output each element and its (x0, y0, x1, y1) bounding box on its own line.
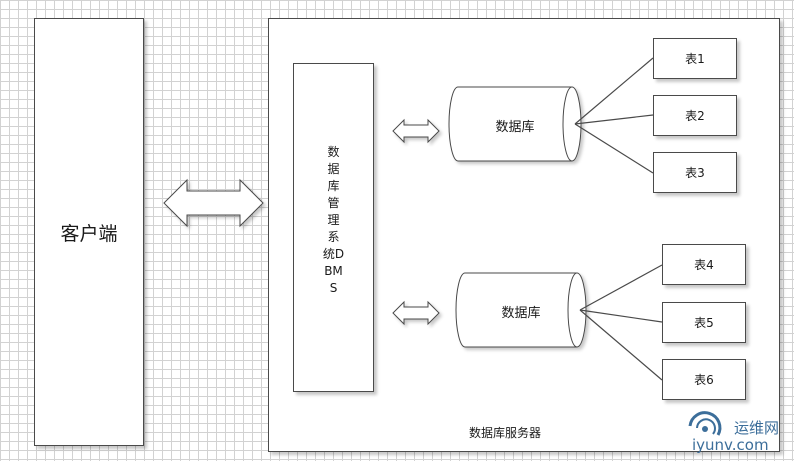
watermark: 运维网 iyunv.com (678, 413, 790, 459)
table-label-2: 表2 (685, 109, 705, 123)
table-box-5: 表5 (662, 302, 746, 343)
client-box: 客户端 (34, 18, 144, 446)
table-label-4: 表4 (694, 258, 714, 272)
watermark-line2: iyunv.com (692, 436, 769, 454)
table-box-1: 表1 (653, 38, 737, 79)
client-label: 客户端 (60, 222, 118, 245)
watermark-line1: 运维网 (734, 419, 780, 437)
database-label-1: 数据库 (495, 120, 535, 135)
table-box-2: 表2 (653, 95, 737, 136)
table-label-6: 表6 (694, 373, 714, 387)
table-box-4: 表4 (662, 244, 746, 285)
client-server-double-arrow-icon (163, 178, 264, 228)
table-label-3: 表3 (685, 166, 705, 180)
database-label-2: 数据库 (501, 306, 541, 321)
server-label: 数据库服务器 (468, 426, 541, 440)
table-label-5: 表5 (694, 316, 714, 330)
dbms-box: 数据库管理系统DBMS (293, 63, 374, 392)
table-label-1: 表1 (685, 52, 705, 66)
dbms-label: 数据库管理系统DBMS (322, 145, 345, 295)
table-box-3: 表3 (653, 152, 737, 193)
table-box-6: 表6 (662, 359, 746, 400)
